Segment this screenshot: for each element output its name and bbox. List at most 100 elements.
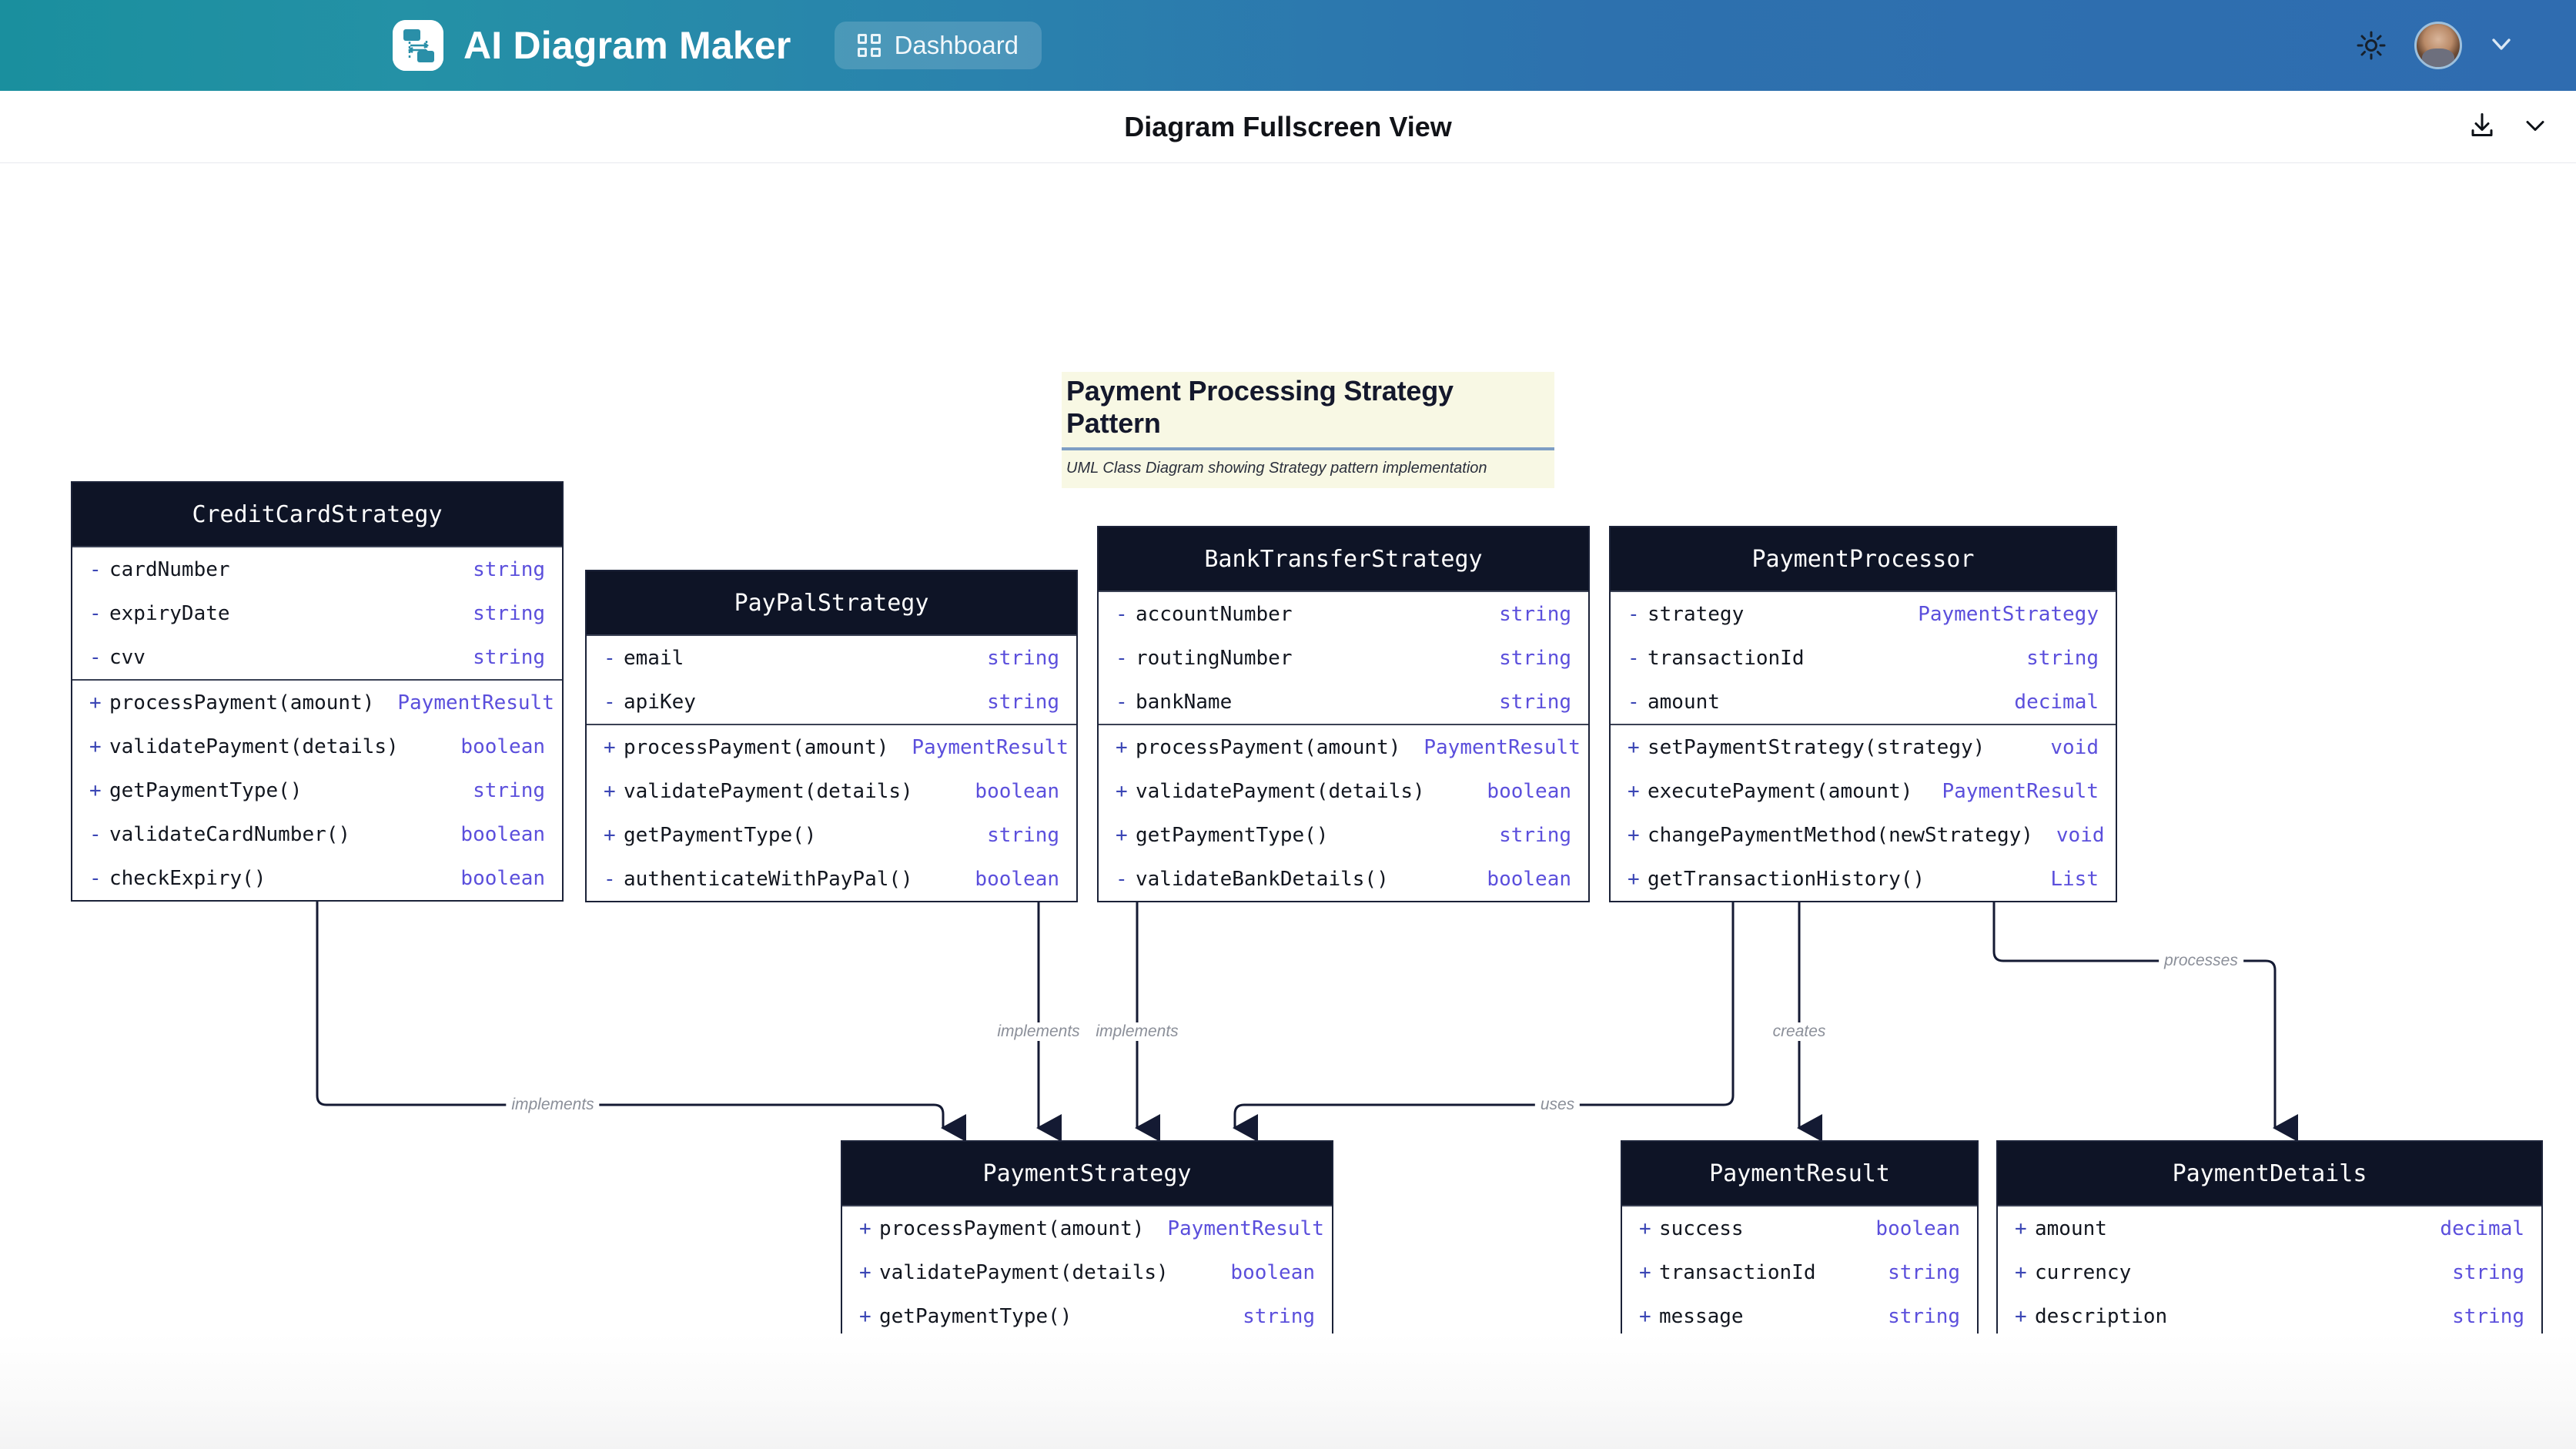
method-row: -validateBankDetails() boolean <box>1099 857 1588 901</box>
page-title: Diagram Fullscreen View <box>1124 110 1452 142</box>
method-row: +getTransactionHistory()List <box>1611 857 2116 901</box>
avatar[interactable] <box>2414 22 2462 69</box>
visibility-marker: - <box>1628 602 1640 626</box>
method-name: validateCardNumber() <box>109 822 351 846</box>
attribute-type: string <box>2452 1304 2524 1328</box>
dashboard-button[interactable]: Dashboard <box>834 22 1042 69</box>
visibility-marker: + <box>1628 779 1640 803</box>
visibility-marker: + <box>1639 1348 1651 1372</box>
visibility-marker: + <box>1628 735 1640 759</box>
class-method-section: +validate()boolean+toCurrency(targetCurr… <box>1998 1382 2541 1449</box>
method-row: +validate()boolean <box>1998 1384 2541 1427</box>
diagram-title: Payment Processing Strategy Pattern <box>1062 372 1554 450</box>
method-name: validateBankDetails() <box>1136 867 1389 891</box>
attribute-type: string <box>1499 690 1571 714</box>
class-box-payment-strategy[interactable]: PaymentStrategy+processPayment(amount)Pa… <box>841 1140 1333 1340</box>
class-title-payment-result: PaymentResult <box>1622 1142 1977 1205</box>
method-row: -validateCardNumber()boolean <box>72 812 562 856</box>
method-name: getPaymentType() <box>109 778 303 802</box>
visibility-marker: + <box>1639 1216 1651 1240</box>
visibility-marker: + <box>859 1260 871 1284</box>
method-type: boolean <box>2440 1394 2524 1417</box>
class-method-section: +processPayment(amount)PaymentResult+val… <box>1099 724 1588 901</box>
method-type: boolean <box>1487 867 1571 891</box>
method-row: +changePaymentMethod(newStrategy)void <box>1611 813 2116 857</box>
visibility-marker: + <box>859 1304 871 1328</box>
visibility-marker: + <box>2015 1438 2035 1449</box>
attribute-type: Map <box>2488 1348 2524 1372</box>
method-row: -checkExpiry()boolean <box>72 856 562 900</box>
attribute-name: currency <box>2035 1260 2132 1284</box>
chevron-down-icon[interactable] <box>2522 112 2548 142</box>
visibility-marker: - <box>1116 690 1128 714</box>
attribute-type: string <box>2452 1260 2524 1284</box>
visibility-marker: + <box>1116 823 1128 847</box>
grid-icon <box>857 34 881 57</box>
attribute-name: strategy <box>1648 602 1745 626</box>
method-name: authenticateWithPayPal() <box>624 867 913 891</box>
class-method-section: +isSuccessful()boolean+getErrorMessage()… <box>1622 1426 1977 1449</box>
download-icon[interactable] <box>2467 109 2497 144</box>
attribute-type: DateTime <box>1863 1348 1960 1372</box>
method-row: +toCurrency(targetCurrency)PaymentDetail… <box>1998 1427 2541 1449</box>
attribute-name: transactionId <box>1659 1260 1816 1284</box>
visibility-marker: - <box>604 867 616 891</box>
visibility-marker: + <box>2015 1304 2027 1328</box>
method-row: +getPaymentType()string <box>72 768 562 812</box>
method-name: toCurrency(targetCurrency) <box>2035 1438 2348 1449</box>
edge-label-edge-paypal-implements: implements <box>992 1022 1086 1041</box>
method-row: +processPayment(amount)PaymentResult <box>587 725 1076 769</box>
attribute-name: metadata <box>2035 1348 2132 1372</box>
visibility-marker: + <box>1639 1392 1651 1416</box>
visibility-marker: + <box>604 823 616 847</box>
attribute-name: transactionId <box>1648 646 1805 670</box>
diagram-canvas[interactable]: Payment Processing Strategy Pattern UML … <box>0 164 2576 1449</box>
brand-title: AI Diagram Maker <box>463 24 791 67</box>
visibility-marker: + <box>1116 779 1128 803</box>
visibility-marker: - <box>89 866 102 890</box>
diagram-title-block: Payment Processing Strategy Pattern UML … <box>1062 372 1554 488</box>
method-type: string <box>987 823 1059 847</box>
method-name: isSuccessful() <box>1659 1438 1852 1449</box>
attribute-type: decimal <box>2440 1216 2524 1240</box>
method-row: +processPayment(amount)PaymentResult <box>72 681 562 724</box>
edge-label-edge-processor-creates: creates <box>1767 1022 1832 1041</box>
chevron-down-icon[interactable] <box>2488 31 2514 61</box>
class-method-section: + setPaymentStrategy(strategy) void +execut… <box>1611 724 2116 901</box>
attribute-name: cardNumber <box>109 557 230 581</box>
attribute-type: string <box>987 646 1059 670</box>
method-name: changePaymentMethod(newStrategy) <box>1648 823 2033 847</box>
attribute-name: description <box>2035 1304 2168 1328</box>
page-toolbar <box>2467 109 2548 144</box>
attribute-type: string <box>1499 646 1571 670</box>
method-row: +executePayment(amount)PaymentResult <box>1611 769 2116 813</box>
visibility-marker: - <box>1116 867 1128 891</box>
method-type: string <box>1499 823 1571 847</box>
method-name: getTransactionHistory() <box>1648 867 1925 891</box>
method-row: +validatePayment(details)boolean <box>72 724 562 768</box>
attribute-name: amount <box>1648 690 1720 714</box>
method-type: List <box>2050 867 2099 891</box>
sun-icon[interactable] <box>2354 28 2388 62</box>
method-name: setPaymentStrategy(strategy) <box>1648 735 1986 759</box>
app-header-actions <box>2354 22 2514 69</box>
method-type: void <box>2056 823 2105 847</box>
attribute-name: message <box>1659 1304 1744 1328</box>
page-subheader: Diagram Fullscreen View <box>0 91 2576 163</box>
visibility-marker: - <box>89 822 102 846</box>
